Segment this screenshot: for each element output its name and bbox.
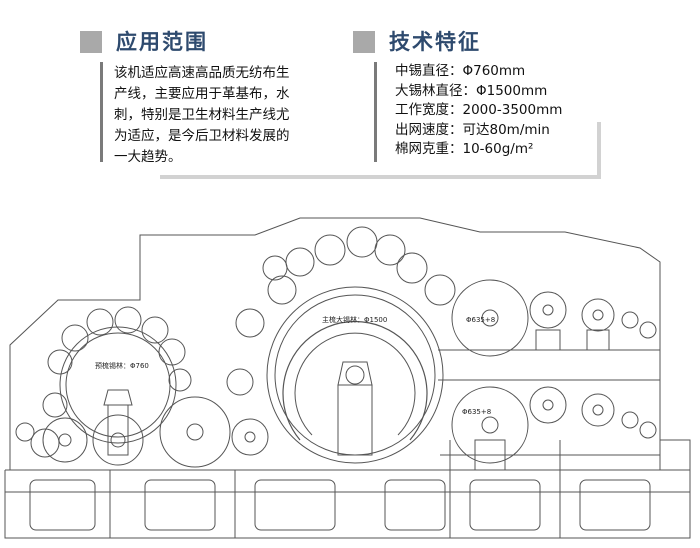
- carding-machine-drawing: 预梳锡林：Φ760 主梳大锡林：Φ1500 Φ635+8 Φ635+8: [4, 217, 691, 539]
- worker-roller: [47, 349, 73, 375]
- worker-roller: [114, 306, 142, 334]
- decor-shadow-vertical: [597, 122, 601, 179]
- left-rule: [100, 62, 103, 162]
- worker-roller: [158, 338, 186, 366]
- machine-base-outline: [4, 439, 691, 539]
- right-rule: [374, 62, 377, 162]
- doffer-top-label: Φ635+8: [466, 316, 495, 324]
- worker-roller: [314, 234, 346, 266]
- transfer-roller: [231, 418, 269, 456]
- condensing-roller: [529, 291, 567, 329]
- worker-roller: [168, 368, 192, 392]
- base-frame: [144, 479, 216, 531]
- condensing-roller: [581, 393, 615, 427]
- doffer-bottom: [451, 386, 529, 464]
- feed-roller: [42, 417, 88, 463]
- transfer-roller: [92, 414, 144, 466]
- description-line: 一大趋势。: [114, 149, 182, 165]
- description-line: 刺，特别是卫生材料生产线尤: [114, 107, 290, 123]
- worker-roller: [262, 255, 288, 281]
- main-cylinder: [266, 286, 444, 464]
- description-line: 产线，主要应用于革基布，水: [114, 86, 290, 102]
- spec-main-cylinder-diameter: 大锡林直径：Φ1500mm: [395, 82, 548, 99]
- output-roller: [621, 311, 639, 329]
- spec-output-speed: 出网速度：可达80m/min: [395, 121, 550, 138]
- technical-specs: 中锡直径：Φ760mm 大锡林直径：Φ1500mm 工作宽度：2000-3500…: [395, 62, 625, 160]
- condensing-roller: [529, 386, 567, 424]
- spec-working-width: 工作宽度：2000-3500mm: [395, 102, 563, 118]
- worker-roller: [61, 324, 89, 352]
- worker-roller: [424, 274, 456, 306]
- description-line: 该机适应高速高品质无纺布生: [114, 65, 290, 81]
- base-frame: [254, 479, 336, 531]
- feed-roller: [15, 422, 35, 442]
- main-cylinder-label: 主梳大锡林：Φ1500: [322, 315, 387, 324]
- spec-tin-diameter: 中锡直径：Φ760mm: [395, 63, 526, 79]
- pre-carding-cylinder: [59, 326, 177, 444]
- technical-features-title: 技术特征: [389, 30, 481, 54]
- decor-shadow-horizontal: [160, 175, 600, 179]
- condensing-roller: [581, 298, 615, 332]
- output-roller: [621, 411, 639, 429]
- worker-roller: [396, 252, 428, 284]
- worker-roller: [346, 226, 378, 258]
- section-marker-right: [353, 31, 375, 53]
- pre-cylinder-label: 预梳锡林：Φ760: [95, 361, 149, 370]
- output-roller: [639, 321, 657, 339]
- description-line: 为适应，是今后卫材料发展的: [114, 128, 290, 144]
- spec-web-weight: 棉网克重：10-60g/m²: [395, 141, 534, 157]
- worker-roller: [42, 392, 68, 418]
- base-frame: [29, 479, 96, 531]
- worker-roller: [86, 308, 114, 336]
- machine-housing-outline: [9, 217, 661, 470]
- worker-roller: [374, 234, 406, 266]
- worker-roller: [267, 275, 297, 305]
- worker-roller: [235, 308, 265, 338]
- output-roller: [639, 421, 657, 439]
- section-marker-left: [80, 31, 102, 53]
- worker-roller: [226, 368, 254, 396]
- base-frame: [384, 479, 446, 531]
- doffer-top: [451, 279, 529, 357]
- application-description: 该机适应高速高品质无纺布生 产线，主要应用于革基布，水 刺，特别是卫生材料生产线…: [114, 63, 339, 168]
- doffer-bottom-label: Φ635+8: [462, 408, 491, 416]
- base-frame: [579, 479, 651, 531]
- application-scope-title: 应用范围: [116, 30, 208, 54]
- transfer-roller: [159, 396, 231, 468]
- worker-roller: [285, 247, 315, 277]
- worker-roller: [141, 316, 169, 344]
- base-frame: [469, 479, 541, 531]
- feed-roller: [30, 428, 60, 458]
